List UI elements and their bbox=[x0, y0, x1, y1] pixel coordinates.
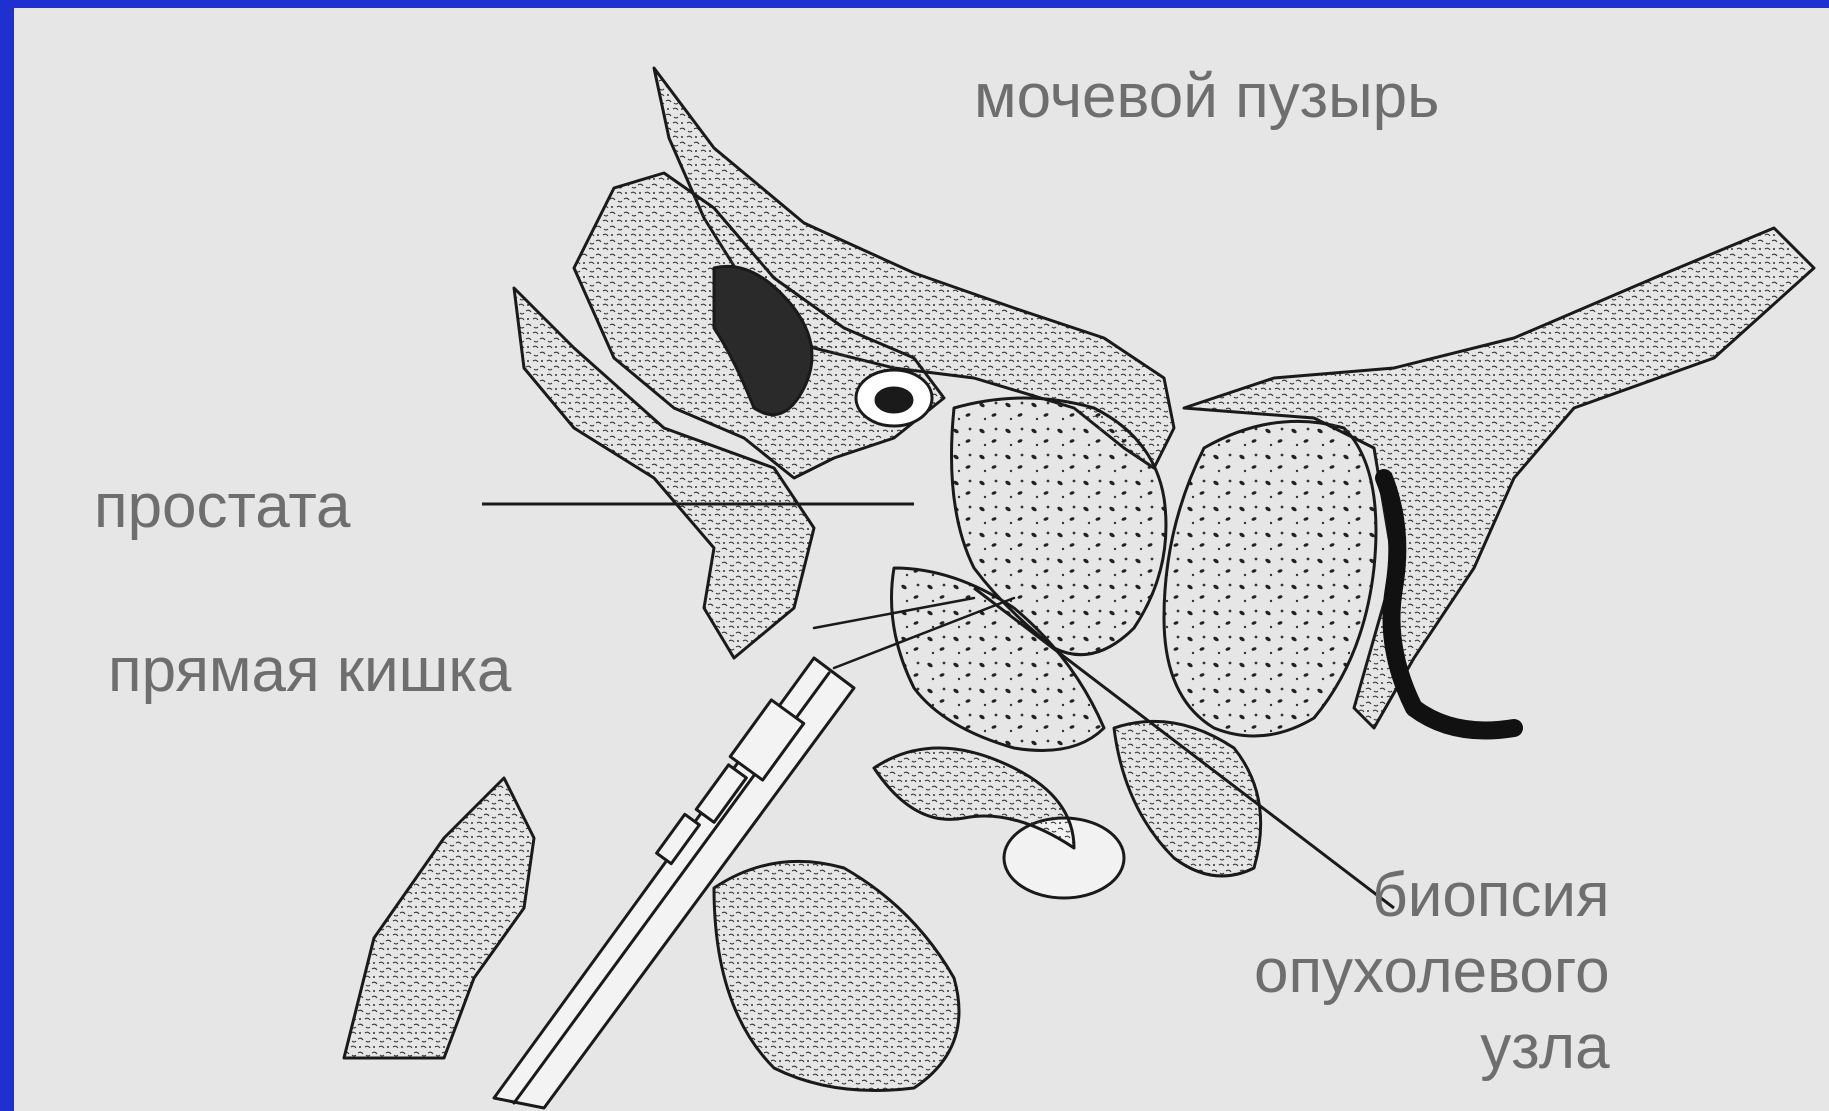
label-bladder: мочевой пузырь bbox=[974, 66, 1439, 128]
diagram-frame: мочевой пузырь простата прямая кишка био… bbox=[14, 8, 1829, 1111]
label-rectum: прямая кишка bbox=[108, 640, 511, 702]
label-biopsy: биопсия опухолевого узла bbox=[1254, 858, 1610, 1086]
label-prostate: простата bbox=[94, 476, 351, 538]
lower-organ bbox=[714, 861, 959, 1090]
right-organ bbox=[1164, 421, 1376, 736]
lower-wall bbox=[344, 778, 534, 1058]
